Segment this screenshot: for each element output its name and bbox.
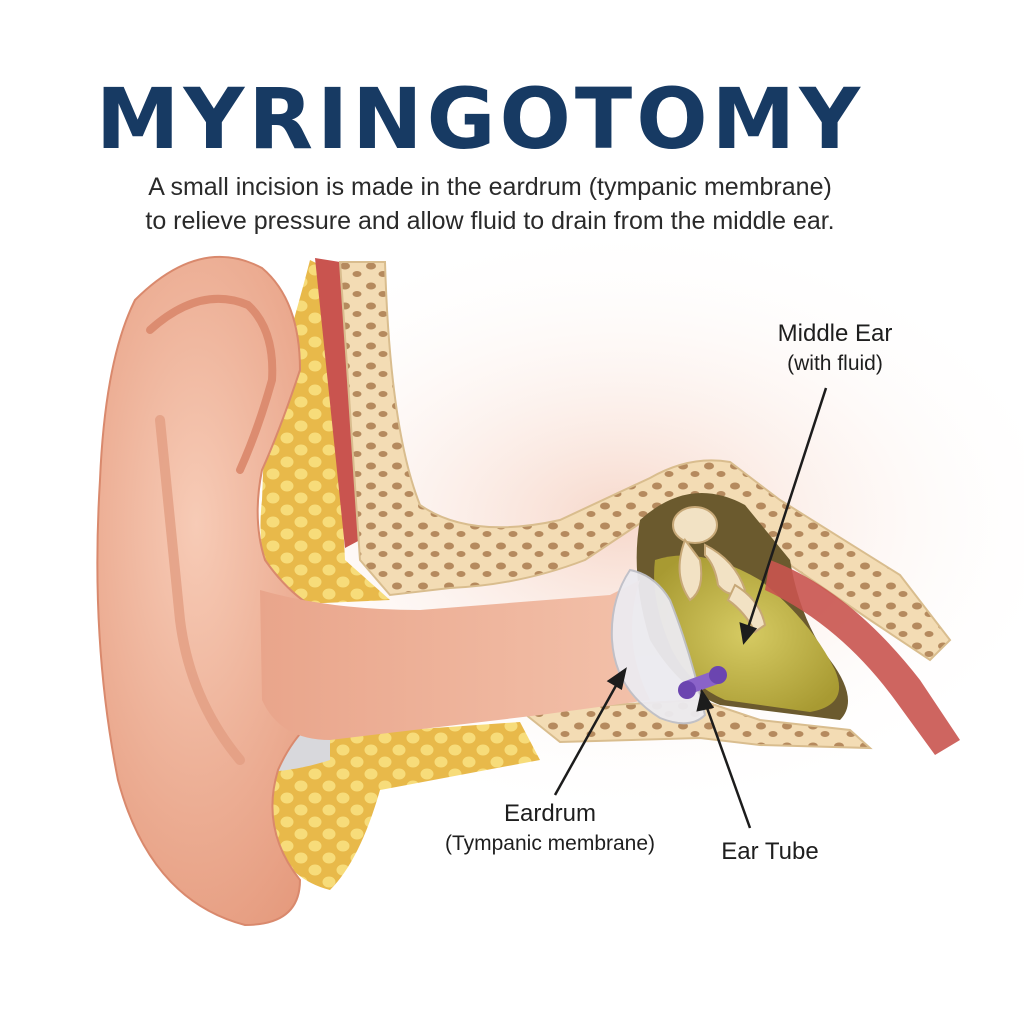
- eardrum-pointer: [553, 681, 620, 796]
- label-eardrum-sub: (Tympanic membrane): [444, 832, 656, 855]
- ear-tube-pointer: [704, 704, 752, 829]
- page-title: MYRINGOTOMY: [95, 70, 865, 168]
- description-line-1: A small incision is made in the eardrum …: [148, 173, 832, 201]
- middle-ear-arrowhead: [739, 622, 758, 645]
- lower-temporal-bone: [517, 698, 873, 750]
- label-eardrum: Eardrum (Tympanic membrane): [420, 800, 680, 856]
- label-middle-ear-main: Middle Ear: [777, 320, 893, 347]
- upper-muscle: [315, 258, 360, 548]
- ear-tube-device: [678, 666, 727, 699]
- eustachian-tube-muscle: [765, 560, 960, 755]
- label-ear-tube-main: Ear Tube: [721, 838, 819, 865]
- upper-temporal-bone: [338, 261, 952, 662]
- label-ear-tube: Ear Tube: [700, 838, 840, 866]
- ear-tube-arrowhead: [696, 688, 715, 712]
- helix-fold: [146, 294, 277, 474]
- ear-canal: [260, 580, 650, 740]
- middle-ear-pointer: [746, 387, 828, 629]
- label-eardrum-main: Eardrum: [503, 800, 597, 827]
- antihelix-fold: [155, 415, 245, 765]
- description-text: A small incision is made in the eardrum …: [20, 170, 960, 238]
- eardrum-arrowhead: [606, 667, 627, 690]
- lower-fat-tissue: [262, 722, 540, 890]
- label-middle-ear-sub: (with fluid): [787, 352, 883, 375]
- label-middle-ear: Middle Ear (with fluid): [760, 320, 910, 376]
- pointer-arrows: [553, 387, 828, 829]
- ossicles: [672, 506, 767, 634]
- description-line-2: to relieve pressure and allow fluid to d…: [145, 207, 835, 235]
